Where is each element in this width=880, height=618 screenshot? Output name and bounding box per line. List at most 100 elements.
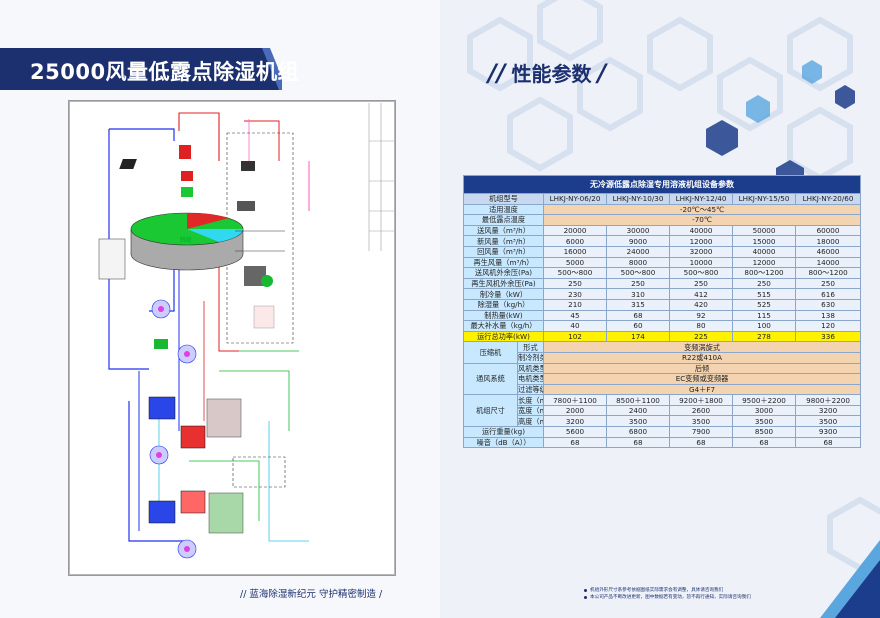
- table-row: 制冷剂类型 R22或410A: [464, 351, 862, 364]
- cell: 420: [669, 298, 733, 311]
- process-flow-svg: 转轮: [0, 101, 395, 575]
- cell: 630: [794, 298, 862, 311]
- row-label: 最大补水量（kg/h）: [463, 320, 544, 332]
- cell: 174: [606, 330, 670, 343]
- wheel-label: 转轮: [180, 236, 192, 244]
- cell: 800～1200: [732, 267, 796, 279]
- row-label: 运行重量(kg): [463, 426, 544, 438]
- header-cell: LHKJ-NY-10/30: [606, 193, 670, 205]
- cell: 12000: [732, 256, 796, 269]
- group-label: 通风系统: [463, 362, 518, 396]
- cell: 2400: [606, 404, 670, 417]
- table-row: 过滤等级 G4＋F7: [464, 383, 862, 396]
- cell: 6000: [543, 235, 607, 247]
- cell: 9000: [606, 235, 670, 247]
- cell: 8500: [732, 426, 796, 438]
- cell: 8000: [606, 256, 670, 269]
- cell: 20000: [543, 224, 607, 237]
- row-label: 再生风量（m³/h）: [463, 256, 544, 269]
- row-label: 噪音（dB（A））: [463, 436, 544, 449]
- cell: 250: [794, 277, 862, 290]
- title-slash-close: /: [597, 58, 607, 87]
- table-row-highlight: 运行总功率(kW) 102 174 225 278 336: [463, 330, 862, 343]
- table-row: 除湿量（kg/h） 210 315 420 525 630: [463, 298, 862, 311]
- cell: 100: [732, 320, 796, 332]
- table-row: 制冷量（kW） 230 310 412 515 616: [463, 288, 862, 300]
- cell: 32000: [669, 245, 733, 258]
- cell: 9800＋2200: [794, 394, 862, 406]
- cell: 3000: [732, 404, 796, 417]
- table-row: 最低露点温度 -70℃: [463, 214, 862, 226]
- cell: 120: [794, 320, 862, 332]
- row-label: 再生风机外余压(Pa): [463, 277, 544, 290]
- cell: 46000: [794, 245, 862, 258]
- cell: 5000: [543, 256, 607, 269]
- table-row: 电机类型 EC变频或变频器: [464, 373, 862, 385]
- row-label: 送风量（m³/h）: [463, 224, 544, 237]
- sub-label: 形式: [517, 341, 544, 353]
- cell: 102: [543, 330, 607, 343]
- cell: 250: [543, 277, 607, 290]
- row-label: 运行总功率(kW): [463, 330, 544, 343]
- sub-label: 宽度（mm）: [517, 404, 544, 417]
- cell: 6800: [606, 426, 670, 438]
- table-row: 运行重量(kg) 5600 6800 7900 8500 9300: [463, 426, 862, 438]
- cell: 525: [732, 298, 796, 311]
- cell: 15000: [732, 235, 796, 247]
- cell: 10000: [669, 256, 733, 269]
- bullet-icon: [584, 596, 587, 599]
- group-label: 压缩机: [463, 341, 518, 364]
- table-row: 送风量（m³/h） 20000 30000 40000 50000 60000: [463, 224, 862, 237]
- cell: 412: [669, 288, 733, 300]
- table-row: 制热量(kW) 45 68 92 115 138: [463, 309, 862, 322]
- left-page-title: 25000风量低露点除湿机组: [30, 60, 300, 84]
- sub-label: 电机类型: [517, 373, 544, 385]
- cell: 40: [543, 320, 607, 332]
- left-footer-slogan: // 蓝海除湿新纪元 守护精密制造 /: [240, 589, 383, 600]
- title-slash-open: //: [488, 58, 506, 87]
- cell: 45: [543, 309, 607, 322]
- header-cell: LHKJ-NY-15/50: [732, 193, 796, 205]
- group-label: 机组尺寸: [463, 394, 518, 428]
- merged-value: R22或410A: [542, 351, 862, 364]
- sub-label: 长度（mm）: [517, 394, 544, 406]
- table-row: 再生风机外余压(Pa) 250 250 250 250 250: [463, 277, 862, 290]
- cell: 12000: [669, 235, 733, 247]
- cell: 3500: [606, 415, 670, 428]
- cell: 16000: [543, 245, 607, 258]
- process-flow-diagram: 转轮: [0, 100, 396, 576]
- cell: 3500: [669, 415, 733, 428]
- header-cell: 机组型号: [463, 193, 544, 205]
- cell: 500～800: [543, 267, 607, 279]
- right-page-title: 性能参数: [511, 62, 592, 86]
- cell: 40000: [669, 224, 733, 237]
- cell: 7800＋1100: [543, 394, 607, 406]
- cell: 616: [794, 288, 862, 300]
- header-cell: LHKJ-NY-12/40: [669, 193, 733, 205]
- cell: 24000: [606, 245, 670, 258]
- cell: 50000: [732, 224, 796, 237]
- footnote-item: 本公司产品不断改进更新，图中数据若有变动，恕不再行通知，实际请咨询我们: [584, 594, 751, 601]
- table-row: 压缩机 形式 变频涡旋式: [463, 341, 862, 364]
- table-row: 机组尺寸 长度（mm） 7800＋1100 8500＋1100 9200＋180…: [463, 394, 862, 428]
- cell: 68: [543, 436, 607, 449]
- cell: 68: [732, 436, 796, 449]
- cell: 2600: [669, 404, 733, 417]
- row-label: 制热量(kW): [463, 309, 544, 322]
- cell: 230: [543, 288, 607, 300]
- table-row: 回风量（m³/h） 16000 24000 32000 40000 46000: [463, 245, 862, 258]
- row-label: 除湿量（kg/h）: [463, 298, 544, 311]
- merged-value: 变频涡旋式: [542, 341, 862, 353]
- sub-label: 高度（mm）: [517, 415, 544, 428]
- cell: 310: [606, 288, 670, 300]
- cell: 3200: [543, 415, 607, 428]
- cell: 8500＋1100: [606, 394, 670, 406]
- table-header-row: 机组型号 LHKJ-NY-06/20 LHKJ-NY-10/30 LHKJ-NY…: [463, 193, 862, 205]
- sub-label: 过滤等级: [517, 383, 544, 396]
- cell: 138: [794, 309, 862, 322]
- footnote-text: 机组外形尺寸系参考依据图纸实际需求会有调整，具体请咨询我们: [590, 588, 724, 593]
- merged-value: EC变频或变频器: [542, 373, 862, 385]
- footnote-item: 机组外形尺寸系参考依据图纸实际需求会有调整，具体请咨询我们: [584, 587, 751, 594]
- cell: 5600: [543, 426, 607, 438]
